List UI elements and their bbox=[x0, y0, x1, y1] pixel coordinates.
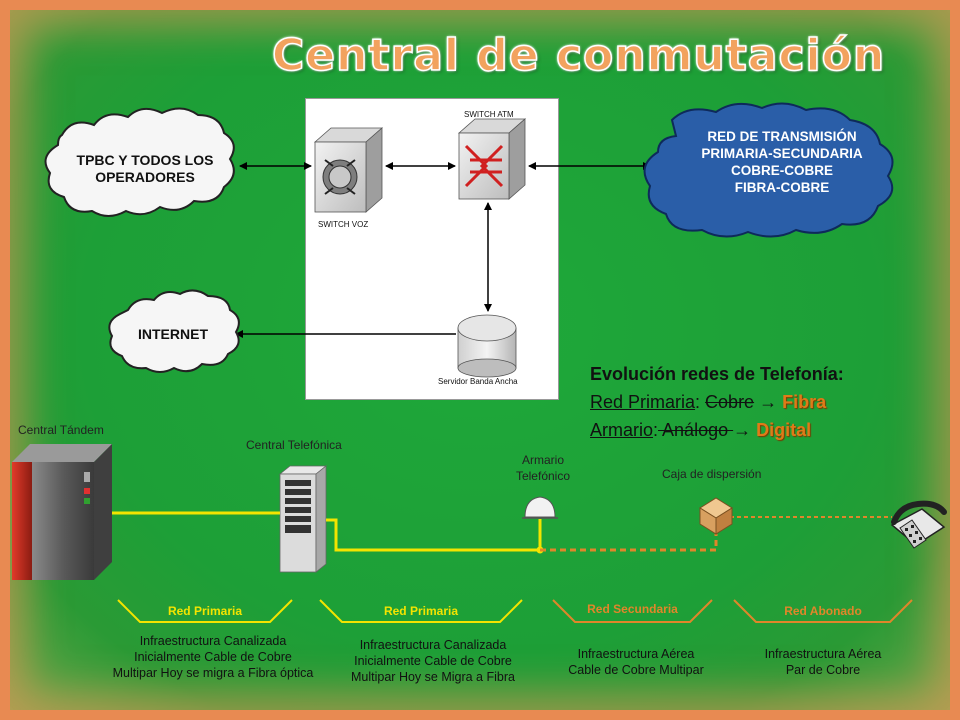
central-telefonica-label: Central Telefónica bbox=[246, 438, 342, 452]
red-line3: COBRE-COBRE bbox=[730, 163, 833, 178]
segment-label-red-primaria-2: Red Primaria bbox=[383, 604, 459, 618]
arrow-icon: → bbox=[754, 392, 783, 412]
red-transmision-cloud bbox=[643, 102, 894, 238]
fibra-new: Fibra bbox=[782, 392, 827, 412]
bracket-red-abonado bbox=[733, 599, 913, 623]
evolution-line2: Armario: Análogo → Digital bbox=[590, 420, 812, 440]
central-tandem-label: Central Tándem bbox=[18, 423, 104, 437]
evolution-line1: Red Primaria: Cobre → Fibra bbox=[590, 392, 827, 412]
analogo-old: Análogo bbox=[658, 420, 734, 440]
server-icon bbox=[457, 314, 517, 378]
red-line2: PRIMARIA-SECUNDARIA bbox=[701, 146, 863, 161]
armario-node-label: Armario Telefónico bbox=[515, 453, 571, 483]
infra-text-1: Infraestructura Canalizada Inicialmente … bbox=[112, 634, 314, 680]
bracket-red-primaria-2 bbox=[319, 599, 523, 623]
caja-label: Caja de dispersión bbox=[662, 467, 762, 481]
cobre-old: Cobre bbox=[705, 392, 755, 412]
red-line1: RED DE TRANSMISIÓN bbox=[707, 129, 857, 144]
armario-icon bbox=[522, 496, 558, 519]
tpbc-cloud-text: TPBC Y TODOS LOS OPERADORES bbox=[50, 152, 240, 186]
switch-voz-icon bbox=[313, 127, 384, 213]
infra-text-2: Infraestructura Canalizada Inicialmente … bbox=[351, 638, 515, 684]
evolution-heading: Evolución redes de Telefonía: bbox=[590, 364, 844, 384]
tpbc-line1: TPBC Y TODOS LOS bbox=[76, 152, 214, 168]
segment-label-red-abonado: Red Abonado bbox=[784, 604, 862, 618]
internet-cloud-text: INTERNET bbox=[138, 326, 208, 342]
bracket-red-secundaria bbox=[552, 599, 713, 623]
server-label: Servidor Banda Ancha bbox=[438, 377, 518, 386]
primary-line-central bbox=[326, 518, 540, 552]
infra-text-3: Infraestructura Aérea Cable de Cobre Mul… bbox=[568, 647, 704, 677]
central-telefonica-icon bbox=[278, 465, 328, 573]
arrow-icon: → bbox=[733, 420, 757, 440]
segment-label-red-secundaria: Red Secundaria bbox=[587, 602, 678, 616]
digital-new: Digital bbox=[756, 420, 812, 440]
switch-voz-label: SWITCH VOZ bbox=[318, 220, 369, 229]
switch-atm-icon bbox=[457, 118, 527, 200]
red-primaria-label: Red Primaria bbox=[590, 392, 696, 412]
telephone-icon bbox=[890, 500, 947, 549]
tpbc-line2: OPERADORES bbox=[95, 169, 195, 185]
infra-text-4: Infraestructura Aérea Par de Cobre bbox=[764, 647, 882, 677]
internet-cloud bbox=[108, 289, 240, 373]
bracket-red-primaria-1 bbox=[117, 599, 293, 623]
tpbc-cloud bbox=[44, 107, 235, 217]
central-tandem-icon bbox=[12, 444, 112, 580]
red-cloud-text: RED DE TRANSMISIÓN PRIMARIA-SECUNDARIA C… bbox=[660, 128, 904, 196]
page-title: Central de conmutación bbox=[271, 29, 886, 82]
armario-label: Armario bbox=[590, 420, 654, 440]
caja-icon bbox=[699, 497, 733, 535]
switch-atm-label: SWITCH ATM bbox=[464, 110, 514, 119]
segment-label-red-primaria-1: Red Primaria bbox=[167, 604, 243, 618]
secondary-line bbox=[540, 534, 718, 552]
red-line4: FIBRA-COBRE bbox=[734, 180, 830, 195]
